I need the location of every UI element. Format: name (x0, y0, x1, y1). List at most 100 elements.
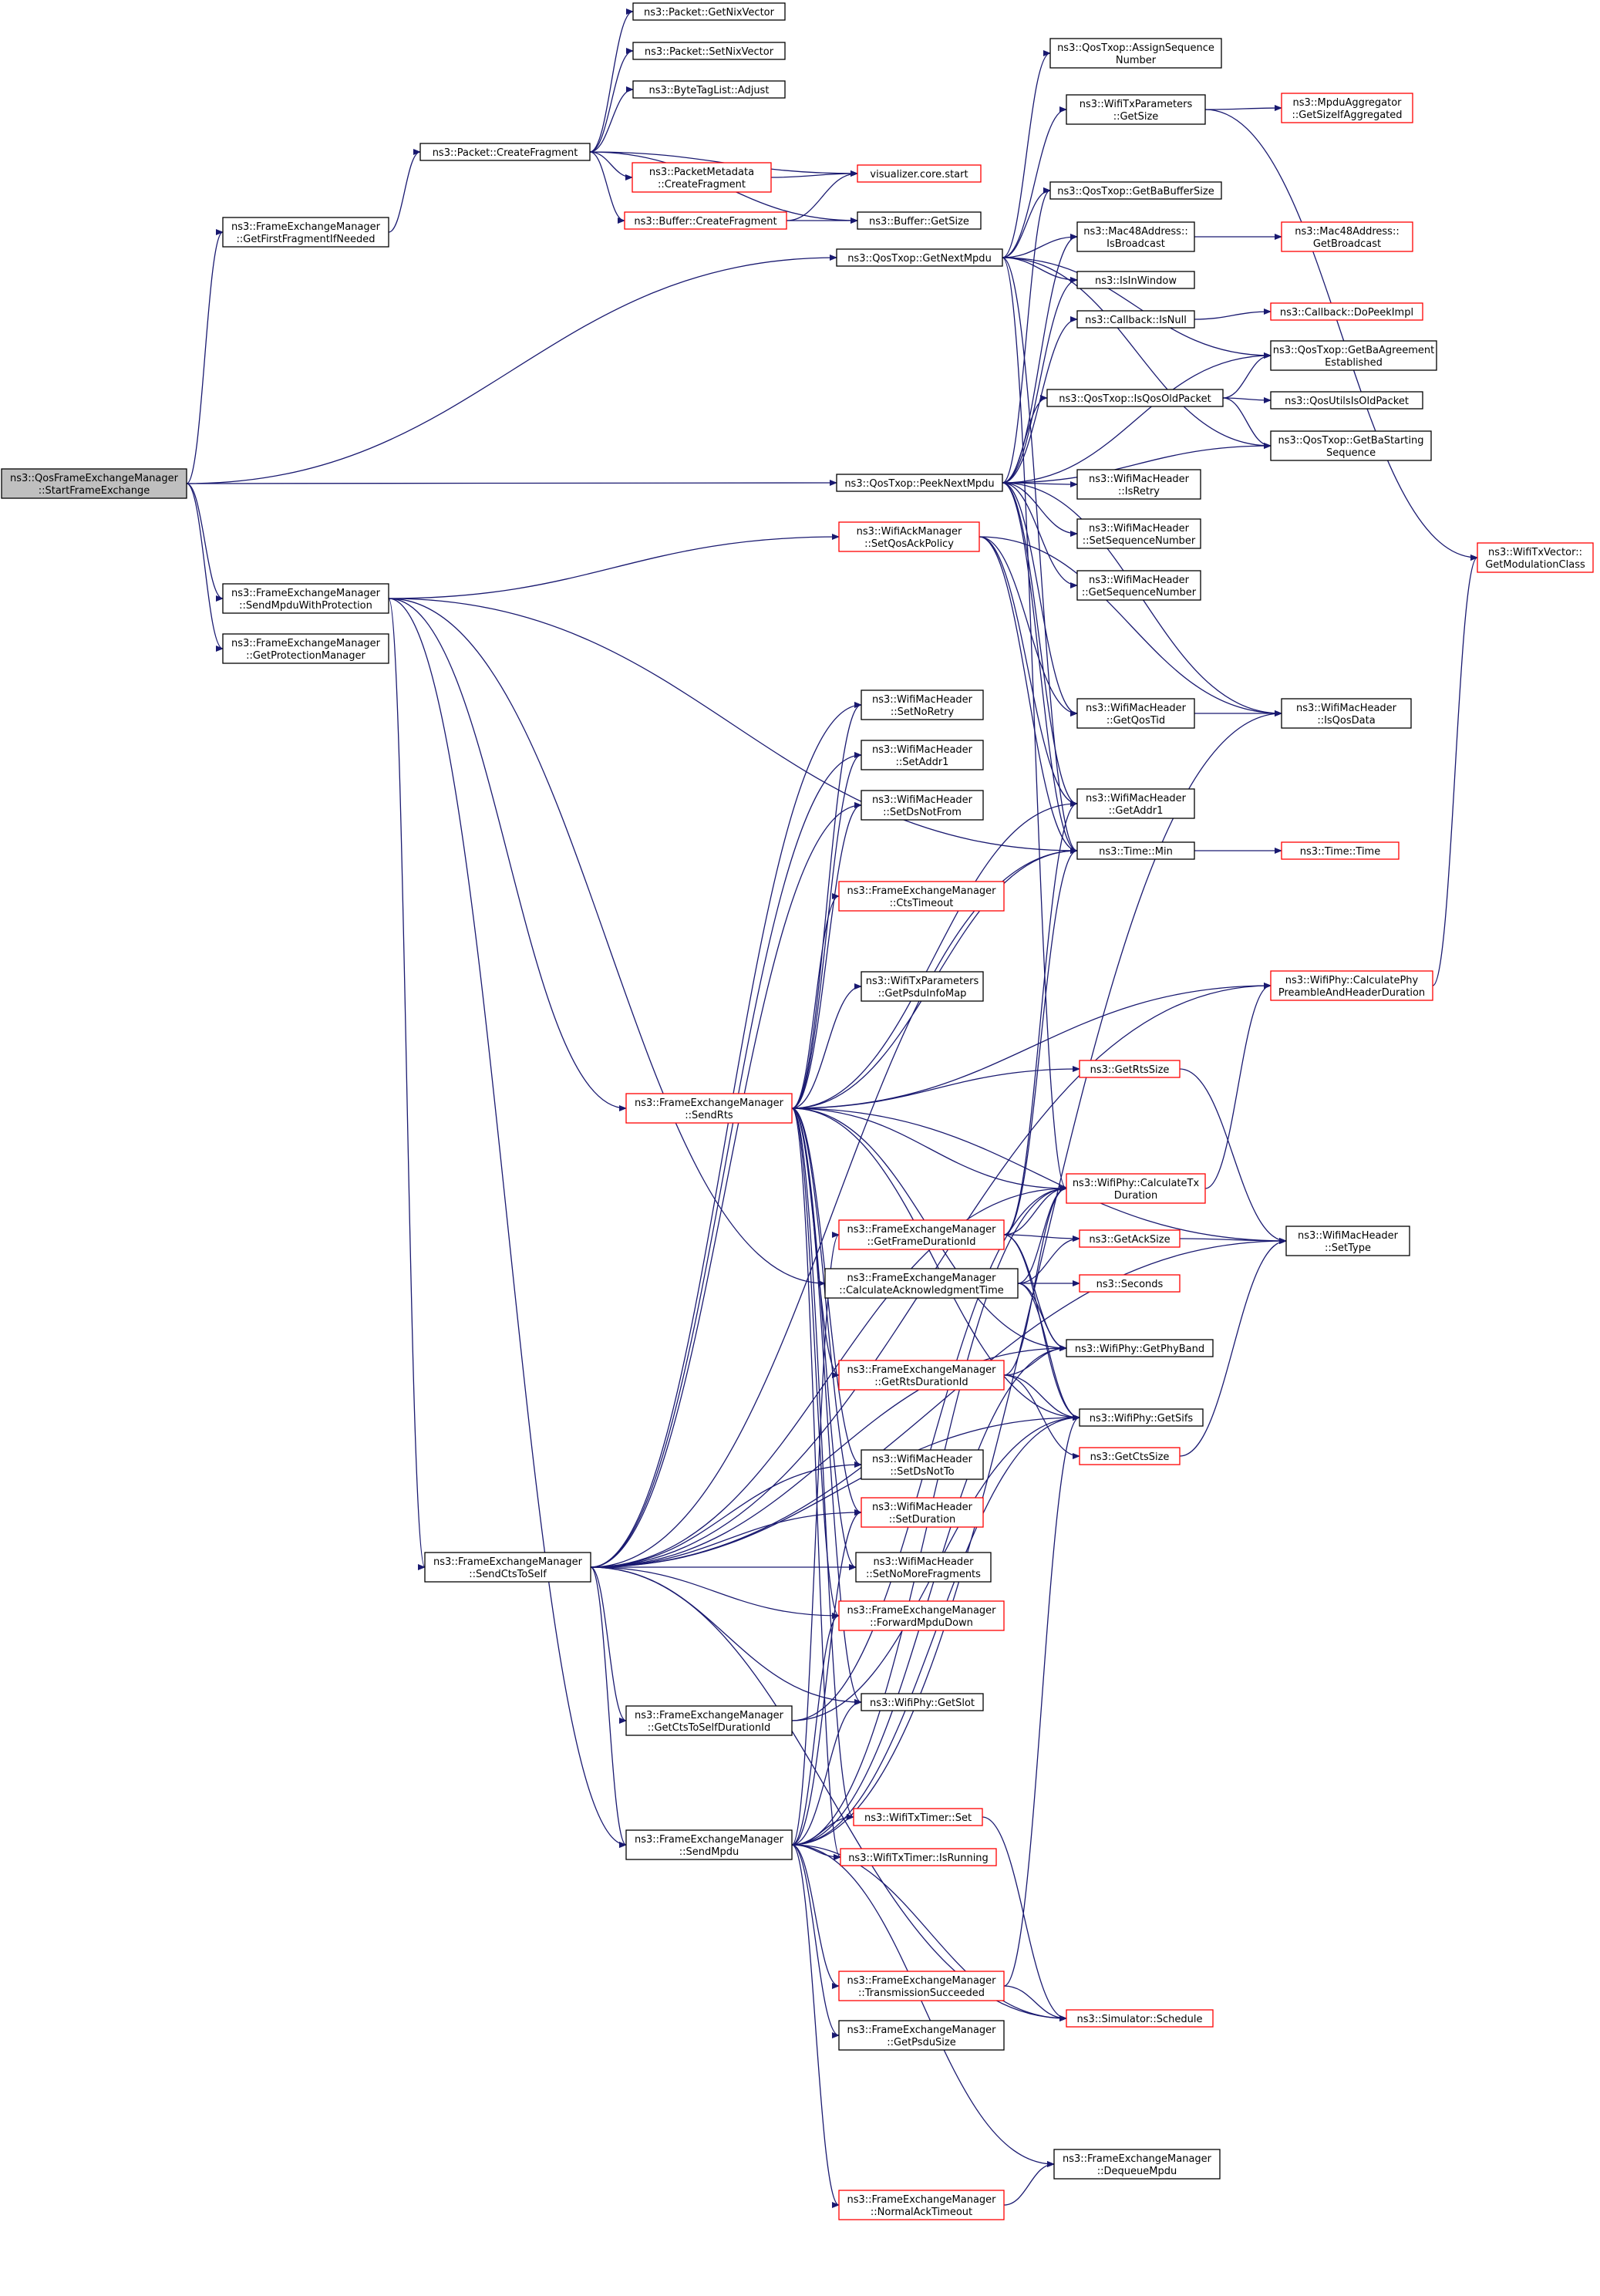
node-label: ns3::Simulator::Schedule (1076, 2014, 1202, 2025)
call-edge (589, 48, 634, 153)
node-is-in-window[interactable]: ns3::IsInWindow (1076, 271, 1195, 289)
node-byte-tag-adjust[interactable]: ns3::ByteTagList::Adjust (632, 80, 786, 99)
node-label: ::SetDsNotFrom (883, 807, 962, 818)
node-send-mpdu[interactable]: ns3::FrameExchangeManager::SendMpdu (625, 1829, 793, 1860)
node-get-phy-band[interactable]: ns3::WifiPhy::GetPhyBand (1066, 1339, 1214, 1357)
node-send-rts[interactable]: ns3::FrameExchangeManager::SendRts (625, 1093, 793, 1124)
node-normal-ack-timeout[interactable]: ns3::FrameExchangeManager::NormalAckTime… (838, 2190, 1005, 2220)
node-wmh-set-addr1[interactable]: ns3::WifiMacHeader::SetAddr1 (861, 740, 984, 770)
node-timer-set[interactable]: ns3::WifiTxTimer::Set (853, 1808, 983, 1826)
node-time-min[interactable]: ns3::Time::Min (1076, 841, 1195, 860)
node-label: ::StartFrameExchange (39, 485, 150, 497)
node-label: ::GetRtsDurationId (874, 1377, 968, 1388)
call-edge (1017, 1283, 1080, 1421)
node-dequeue-mpdu[interactable]: ns3::FrameExchangeManager::DequeueMpdu (1053, 2149, 1221, 2180)
node-box (1281, 93, 1413, 123)
node-qos-utils-is-old[interactable]: ns3::QosUtilsIsOldPacket (1270, 391, 1423, 410)
node-box (1079, 1229, 1181, 1248)
node-get-rts-duration-id[interactable]: ns3::FrameExchangeManager::GetRtsDuratio… (838, 1360, 1005, 1391)
node-wmh-is-qos-data[interactable]: ns3::WifiMacHeader::IsQosData (1281, 698, 1412, 729)
node-get-mod-class[interactable]: ns3::WifiTxVector::GetModulationClass (1477, 542, 1594, 573)
node-set-nix-vector[interactable]: ns3::Packet::SetNixVector (632, 42, 786, 60)
node-mac-is-broadcast[interactable]: ns3::Mac48Address::IsBroadcast (1076, 221, 1195, 252)
node-create-fragment[interactable]: ns3::Packet::CreateFragment (419, 143, 591, 161)
node-label: ::SetDuration (889, 1514, 956, 1526)
node-wmh-set-no-more-frag[interactable]: ns3::WifiMacHeader::SetNoMoreFragments (855, 1552, 992, 1583)
node-cb-do-peek-impl[interactable]: ns3::Callback::DoPeekImpl (1270, 302, 1423, 321)
node-label: Established (1325, 357, 1383, 369)
node-wmh-set-seq[interactable]: ns3::WifiMacHeader::SetSequenceNumber (1076, 518, 1201, 549)
node-calc-ack-time[interactable]: ns3::FrameExchangeManager::CalculateAckn… (824, 1268, 1019, 1299)
node-is-qos-old-packet[interactable]: ns3::QosTxop::IsQosOldPacket (1046, 389, 1224, 407)
node-wmh-set-ds-not-to[interactable]: ns3::WifiMacHeader::SetDsNotTo (861, 1449, 984, 1480)
node-buf-create-fragment[interactable]: ns3::Buffer::CreateFragment (624, 211, 787, 230)
node-send-cts-to-self[interactable]: ns3::FrameExchangeManager::SendCtsToSelf (424, 1552, 591, 1583)
node-cts-timeout[interactable]: ns3::FrameExchangeManager::CtsTimeout (838, 881, 1005, 912)
call-edge (186, 483, 224, 652)
node-seconds[interactable]: ns3::Seconds (1079, 1274, 1181, 1293)
node-wmh-set-type[interactable]: ns3::WifiMacHeader::SetType (1285, 1226, 1410, 1256)
node-mac-get-broadcast[interactable]: ns3::Mac48Address::GetBroadcast (1281, 221, 1413, 252)
node-wmh-set-ds-not-from[interactable]: ns3::WifiMacHeader::SetDsNotFrom (861, 790, 984, 821)
node-tx-succeeded[interactable]: ns3::FrameExchangeManager::TransmissionS… (838, 1971, 1005, 2001)
node-box (1270, 340, 1437, 371)
node-get-slot[interactable]: ns3::WifiPhy::GetSlot (861, 1693, 984, 1711)
node-set-qos-ack-policy[interactable]: ns3::WifiAckManager::SetQosAckPolicy (838, 521, 980, 552)
node-get-cts-to-self-dur[interactable]: ns3::FrameExchangeManager::GetCtsToSelfD… (625, 1705, 793, 1736)
node-box (625, 1093, 793, 1124)
call-edge (791, 702, 862, 1109)
call-edge (791, 1108, 862, 1705)
node-send-mpdu-with-protection[interactable]: ns3::FrameExchangeManager::SendMpduWithP… (222, 583, 389, 614)
node-get-next-mpdu[interactable]: ns3::QosTxop::GetNextMpdu (836, 248, 1003, 267)
node-forward-mpdu-down[interactable]: ns3::FrameExchangeManager::ForwardMpduDo… (838, 1600, 1005, 1631)
node-root[interactable]: ns3::QosFrameExchangeManager::StartFrame… (1, 468, 187, 499)
call-edge (1002, 277, 1078, 484)
node-wmh-set-duration[interactable]: ns3::WifiMacHeader::SetDuration (861, 1497, 984, 1528)
node-buf-get-size[interactable]: ns3::Buffer::GetSize (857, 211, 982, 230)
node-mpdu-agg-get-size[interactable]: ns3::MpduAggregator::GetSizeIfAggregated (1281, 93, 1413, 123)
call-edge (590, 1238, 1287, 1568)
node-pm-create-fragment[interactable]: ns3::PacketMetadata::CreateFragment (632, 162, 772, 193)
node-label: ns3::Mac48Address:: (1295, 226, 1399, 238)
call-edge (1003, 1985, 1067, 2021)
node-timer-is-running[interactable]: ns3::WifiTxTimer::IsRunning (840, 1848, 997, 1866)
call-edge (1003, 1374, 1080, 1421)
node-box (838, 1971, 1005, 2001)
call-edge (1002, 257, 1272, 359)
node-get-psdu-info-map[interactable]: ns3::WifiTxParameters::GetPsduInfoMap (861, 971, 984, 1002)
node-get-ack-size[interactable]: ns3::GetAckSize (1079, 1229, 1181, 1248)
call-edge (1002, 50, 1051, 258)
node-viz-start[interactable]: visualizer.core.start (857, 164, 982, 183)
node-cb-is-null[interactable]: ns3::Callback::IsNull (1076, 310, 1195, 329)
node-sim-schedule[interactable]: ns3::Simulator::Schedule (1066, 2009, 1214, 2028)
node-calc-preamble[interactable]: ns3::WifiPhy::CalculatePhyPreambleAndHea… (1270, 970, 1433, 1001)
node-wmh-get-qos-tid[interactable]: ns3::WifiMacHeader::GetQosTid (1076, 698, 1195, 729)
node-time-time[interactable]: ns3::Time::Time (1281, 841, 1400, 860)
node-get-nix-vector[interactable]: ns3::Packet::GetNixVector (632, 2, 786, 21)
node-label: ::SetQosAckPolicy (864, 538, 954, 550)
node-get-frame-duration-id[interactable]: ns3::FrameExchangeManager::GetFrameDurat… (838, 1219, 1005, 1250)
node-peek-next-mpdu[interactable]: ns3::QosTxop::PeekNextMpdu (836, 474, 1003, 492)
node-wmh-is-retry[interactable]: ns3::WifiMacHeader::IsRetry (1076, 469, 1201, 500)
call-edge (590, 702, 862, 1568)
node-get-cts-size[interactable]: ns3::GetCtsSize (1079, 1447, 1181, 1465)
node-label: ns3::Callback::IsNull (1085, 315, 1187, 326)
node-get-rts-size[interactable]: ns3::GetRtsSize (1079, 1060, 1181, 1078)
node-tx-params-get-size[interactable]: ns3::WifiTxParameters::GetSize (1066, 94, 1206, 125)
node-wmh-get-addr1[interactable]: ns3::WifiMacHeader::GetAddr1 (1076, 788, 1195, 819)
node-wmh-get-seq[interactable]: ns3::WifiMacHeader::GetSequenceNumber (1076, 570, 1201, 601)
node-get-first-fragment[interactable]: ns3::FrameExchangeManager::GetFirstFragm… (222, 217, 389, 248)
node-label: GetBroadcast (1313, 238, 1381, 250)
call-edge (590, 1566, 862, 1705)
node-get-psdu-size[interactable]: ns3::FrameExchangeManager::GetPsduSize (838, 2020, 1005, 2051)
node-get-protection-manager[interactable]: ns3::FrameExchangeManager::GetProtection… (222, 633, 389, 664)
node-label: ::GetAddr1 (1109, 805, 1164, 817)
node-wmh-set-no-retry[interactable]: ns3::WifiMacHeader::SetNoRetry (861, 689, 984, 720)
call-edge (791, 1108, 1080, 1421)
node-get-ba-buffer-size[interactable]: ns3::QosTxop::GetBaBufferSize (1049, 181, 1222, 200)
node-get-sifs[interactable]: ns3::WifiPhy::GetSifs (1079, 1408, 1204, 1427)
